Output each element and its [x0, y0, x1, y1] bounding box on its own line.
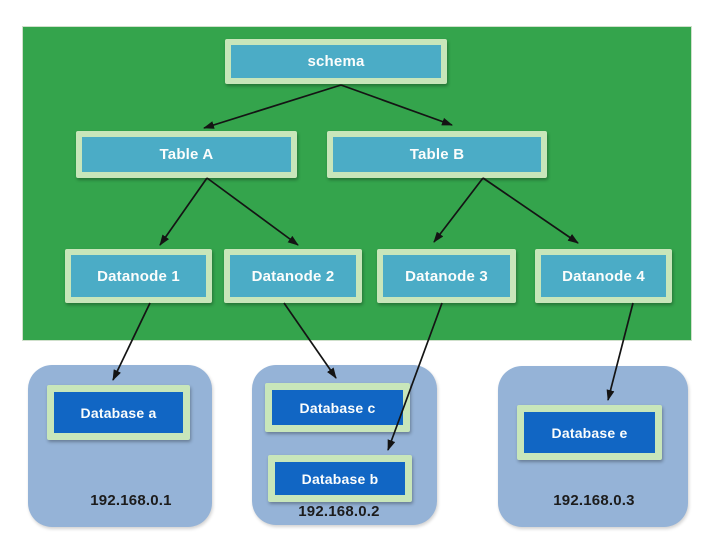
host-2-ip-label: 192.168.0.2 — [298, 503, 380, 520]
node-schema-label: schema — [307, 53, 365, 70]
node-schema: schema — [225, 39, 447, 84]
node-table-a: Table A — [76, 131, 297, 178]
node-datanode-2: Datanode 2 — [224, 249, 362, 303]
node-datanode-1-label: Datanode 1 — [97, 267, 180, 285]
node-datanode-3-label: Datanode 3 — [405, 267, 488, 285]
node-datanode-4-label: Datanode 4 — [562, 267, 645, 285]
node-datanode-1: Datanode 1 — [65, 249, 212, 303]
node-datanode-3: Datanode 3 — [377, 249, 516, 303]
node-table-a-label: Table A — [159, 146, 214, 163]
node-database-e: Database e — [517, 405, 662, 460]
node-database-a-label: Database a — [80, 404, 157, 421]
node-table-b: Table B — [327, 131, 547, 178]
host-1-ip-label: 192.168.0.1 — [90, 492, 172, 509]
node-database-c: Database c — [265, 383, 410, 432]
node-datanode-4: Datanode 4 — [535, 249, 672, 303]
node-database-a: Database a — [47, 385, 190, 440]
host-3-ip-label: 192.168.0.3 — [553, 492, 635, 509]
node-database-c-label: Database c — [299, 399, 376, 416]
node-database-e-label: Database e — [551, 424, 628, 441]
node-database-b-label: Database b — [301, 470, 379, 487]
node-database-b: Database b — [268, 455, 412, 502]
node-table-b-label: Table B — [409, 146, 465, 163]
node-datanode-2-label: Datanode 2 — [251, 267, 335, 285]
